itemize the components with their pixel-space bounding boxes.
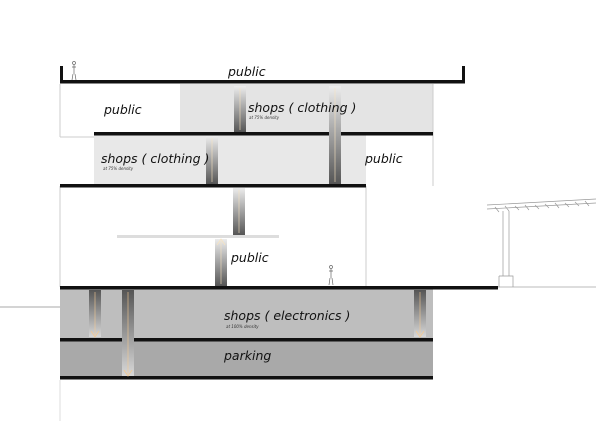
upper-shops-label: shops ( clothing ) xyxy=(248,100,357,115)
second-right-label: public xyxy=(365,151,403,166)
slab-level-1 xyxy=(94,132,433,136)
slab-ground xyxy=(60,286,498,290)
slab-level-2 xyxy=(60,184,366,188)
second-shops-fill xyxy=(94,135,366,185)
second-shops-density: at 75% density xyxy=(103,166,134,171)
upper-left-label: public xyxy=(104,102,142,117)
vertical-circulation xyxy=(89,86,426,377)
parapet-right xyxy=(462,66,465,83)
parapet-left xyxy=(60,66,63,83)
roof-slab xyxy=(60,80,465,84)
top-shops-fill xyxy=(180,84,433,133)
parking-label: parking xyxy=(224,348,272,363)
adjacent-canopy xyxy=(486,198,596,287)
ground-label: public xyxy=(231,250,269,265)
mezzanine-bridge xyxy=(117,235,279,238)
upper-shops-density: at 75% density xyxy=(249,115,280,120)
slab-basement-1 xyxy=(60,338,433,342)
electronics-density: at 100% density xyxy=(226,324,259,329)
second-shops-label: shops ( clothing ) xyxy=(101,151,210,166)
slab-basement-2 xyxy=(60,376,433,380)
person-figure-roof xyxy=(71,61,77,81)
electronics-label: shops ( electronics ) xyxy=(224,308,351,323)
person-figure-ground xyxy=(328,265,334,286)
roof-label: public xyxy=(228,64,266,79)
